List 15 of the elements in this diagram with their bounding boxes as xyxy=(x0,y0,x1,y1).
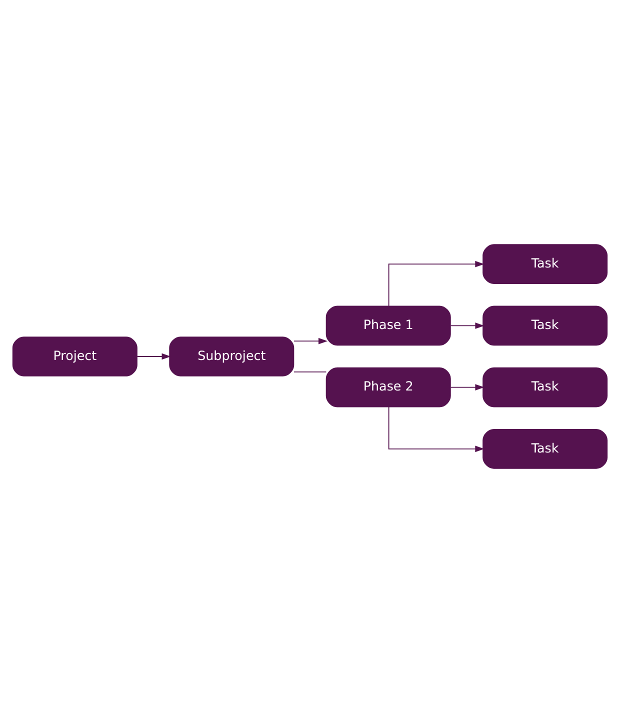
arrow xyxy=(450,322,484,328)
arrow xyxy=(294,337,328,344)
node-box: Task xyxy=(482,428,608,468)
connector xyxy=(294,370,327,372)
node-box: Phase 1 xyxy=(326,305,451,346)
node-box: Phase 2 xyxy=(326,366,451,407)
node-box: Task xyxy=(482,244,608,284)
arrow xyxy=(388,260,484,306)
arrow xyxy=(388,406,484,452)
node-box: Task xyxy=(482,305,608,346)
arrow xyxy=(136,352,171,360)
arrow xyxy=(450,384,484,390)
node-box: Project xyxy=(12,336,138,376)
node-box: Task xyxy=(482,366,608,407)
node-box: Subproject xyxy=(169,336,294,376)
